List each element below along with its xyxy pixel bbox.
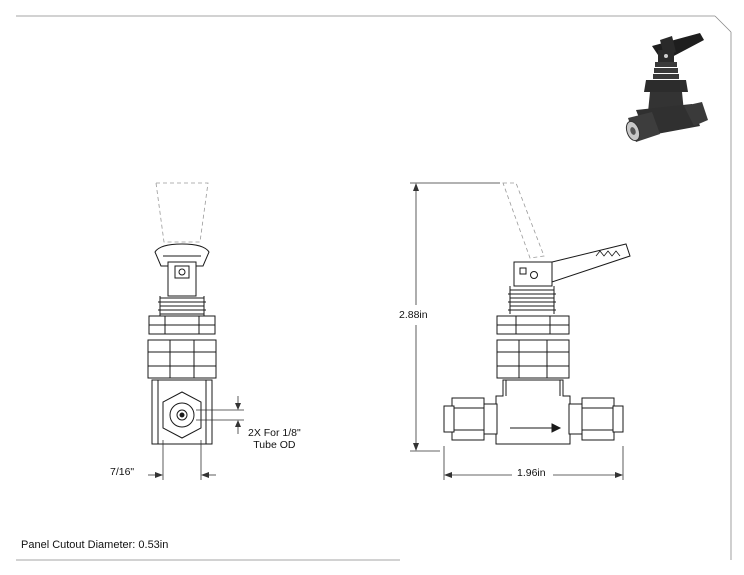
- front-view-phantom-handle: [502, 182, 545, 259]
- side-view-threads: [158, 296, 206, 316]
- port-tube-note-line2: Tube OD: [253, 439, 296, 451]
- side-view-phantom-handle: [155, 182, 209, 243]
- dimension-lines: [148, 182, 624, 480]
- sheet-border: [16, 15, 732, 561]
- panel-cutout-note: Panel Cutout Diameter: 0.53in: [21, 539, 169, 551]
- front-view-lever: [547, 243, 631, 283]
- overall-height-dimension: 2.88in: [399, 309, 428, 321]
- port-tube-note: 2X For 1/8" Tube OD: [248, 427, 301, 451]
- side-view: [147, 182, 217, 445]
- port-tube-note-line1: 2X For 1/8": [248, 427, 301, 439]
- front-view: [443, 182, 631, 445]
- flow-direction-arrow: [510, 423, 562, 433]
- overall-width-dimension: 1.96in: [517, 467, 546, 479]
- isometric-view: [625, 33, 708, 142]
- port-width-dimension: 7/16": [110, 466, 135, 478]
